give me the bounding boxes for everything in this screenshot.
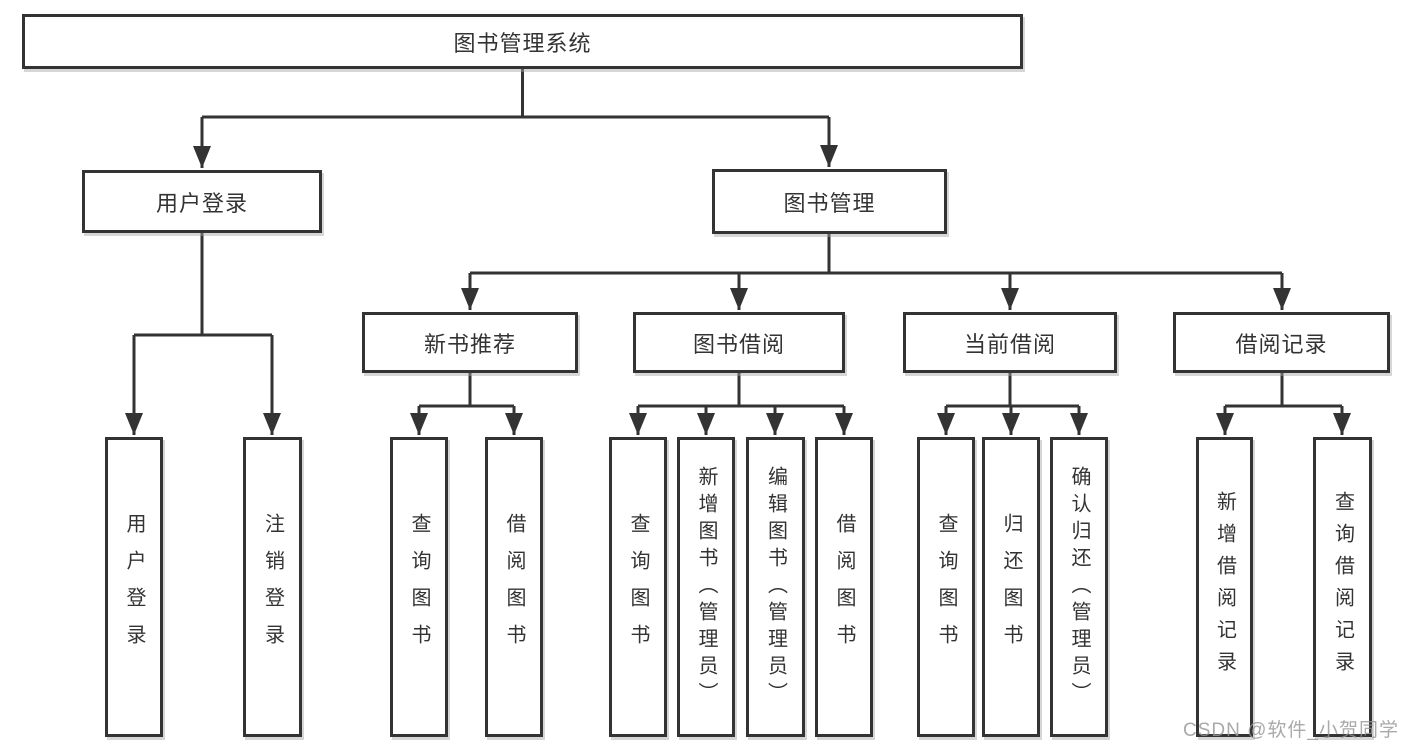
leaf-borrow-query-book-label: 查询图书 bbox=[627, 513, 649, 661]
leaf-borrow-edit-book-label: 编辑图书（管理员） bbox=[764, 465, 787, 709]
leaf-borrow-add-book: 新增图书（管理员） bbox=[677, 437, 735, 737]
node-book-borrow: 图书借阅 bbox=[633, 312, 845, 373]
node-root: 图书管理系统 bbox=[22, 14, 1023, 69]
leaf-current-return-book: 归还图书 bbox=[982, 437, 1040, 737]
leaf-user-login: 用户登录 bbox=[105, 437, 163, 737]
leaf-logout: 注销登录 bbox=[243, 437, 302, 737]
leaf-records-query-record: 查询借阅记录 bbox=[1313, 437, 1372, 737]
leaf-current-query-book-label: 查询图书 bbox=[935, 513, 957, 661]
leaf-borrow-edit-book: 编辑图书（管理员） bbox=[746, 437, 805, 737]
leaf-borrow-add-book-label: 新增图书（管理员） bbox=[695, 465, 717, 709]
node-new-book-recommend: 新书推荐 bbox=[362, 312, 578, 373]
node-book-management: 图书管理 bbox=[712, 169, 947, 234]
node-current-borrow-label: 当前借阅 bbox=[963, 331, 1056, 357]
leaf-records-add-record-label: 新增借阅记录 bbox=[1213, 491, 1236, 683]
leaf-newrec-borrow-book-label: 借阅图书 bbox=[503, 513, 525, 661]
leaf-records-add-record: 新增借阅记录 bbox=[1196, 437, 1253, 737]
leaf-borrow-borrow-book-label: 借阅图书 bbox=[833, 513, 855, 661]
leaf-newrec-query-book-label: 查询图书 bbox=[408, 513, 430, 661]
node-borrow-records: 借阅记录 bbox=[1173, 312, 1390, 373]
node-root-label: 图书管理系统 bbox=[453, 30, 592, 56]
node-user-login: 用户登录 bbox=[82, 170, 322, 233]
leaf-borrow-query-book: 查询图书 bbox=[609, 437, 667, 737]
node-new-book-recommend-label: 新书推荐 bbox=[423, 331, 516, 357]
leaf-logout-label: 注销登录 bbox=[261, 513, 284, 661]
leaf-current-query-book: 查询图书 bbox=[917, 437, 975, 737]
node-book-management-label: 图书管理 bbox=[783, 190, 876, 216]
watermark: CSDN @软件_小贺同学 bbox=[1183, 720, 1399, 741]
node-book-borrow-label: 图书借阅 bbox=[692, 331, 785, 357]
node-borrow-records-label: 借阅记录 bbox=[1235, 331, 1328, 357]
leaf-current-confirm-return-label: 确认归还（管理员） bbox=[1068, 465, 1090, 709]
leaf-newrec-query-book: 查询图书 bbox=[390, 437, 448, 737]
leaf-newrec-borrow-book: 借阅图书 bbox=[485, 437, 543, 737]
leaf-current-confirm-return: 确认归还（管理员） bbox=[1050, 437, 1108, 737]
node-user-login-label: 用户登录 bbox=[155, 190, 248, 216]
node-current-borrow: 当前借阅 bbox=[903, 312, 1117, 373]
leaf-borrow-borrow-book: 借阅图书 bbox=[815, 437, 873, 737]
leaf-records-query-record-label: 查询借阅记录 bbox=[1331, 491, 1354, 683]
leaf-user-login-label: 用户登录 bbox=[123, 513, 145, 661]
leaf-current-return-book-label: 归还图书 bbox=[1000, 513, 1022, 661]
